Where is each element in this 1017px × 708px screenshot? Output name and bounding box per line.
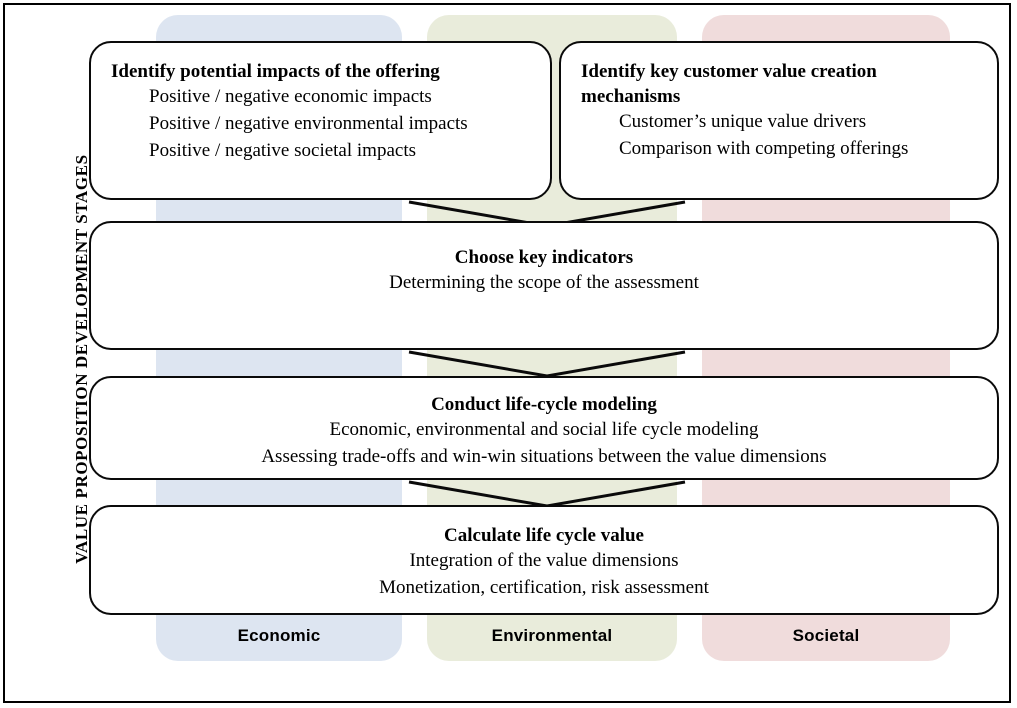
stage-line-value-1: Integration of the value dimensions — [409, 550, 679, 572]
stage-title-indicators: Choose key indicators — [454, 247, 634, 268]
stage-line-indicators-1: Determining the scope of the assessment — [389, 272, 699, 294]
stage-line-modeling-1: Economic, environmental and social life … — [329, 419, 759, 441]
stage-box-mechanisms[interactable]: Identify key customer value creation mec… — [559, 41, 999, 200]
stage-title-impacts: Identify potential impacts of the offeri… — [111, 61, 440, 82]
stage-box-impacts[interactable]: Identify potential impacts of the offeri… — [89, 41, 552, 200]
stage-box-modeling[interactable]: Conduct life-cycle modeling Economic, en… — [89, 376, 999, 480]
stage-line-mechanisms-2: Comparison with competing offerings — [619, 138, 909, 160]
dimension-label-societal: Societal — [792, 626, 860, 645]
diagram-frame: Identify potential impacts of the offeri… — [3, 3, 1011, 703]
stage-title-value: Calculate life cycle value — [444, 525, 644, 546]
stage-line-impacts-3: Positive / negative societal impacts — [149, 140, 416, 162]
stage-box-value[interactable]: Calculate life cycle value Integration o… — [89, 505, 999, 615]
dimension-label-economic: Economic — [237, 626, 321, 645]
axis-label-development-stages: VALUE PROPOSITION DEVELOPMENT STAGES — [72, 154, 91, 564]
stage-line-modeling-2: Assessing trade-offs and win-win situati… — [261, 446, 827, 468]
stage-title-modeling: Conduct life-cycle modeling — [431, 394, 657, 415]
stage-line-impacts-2: Positive / negative environmental impact… — [149, 113, 468, 135]
stage-box-indicators[interactable]: Choose key indicators Determining the sc… — [89, 221, 999, 350]
stage-title-mechanisms: Identify key customer value creation mec… — [581, 61, 877, 108]
dimension-label-environmental: Environmental — [491, 626, 613, 645]
stage-line-mechanisms-1: Customer’s unique value drivers — [619, 111, 867, 133]
stage-line-value-2: Monetization, certification, risk assess… — [379, 577, 709, 599]
stage-line-impacts-1: Positive / negative economic impacts — [149, 86, 432, 108]
